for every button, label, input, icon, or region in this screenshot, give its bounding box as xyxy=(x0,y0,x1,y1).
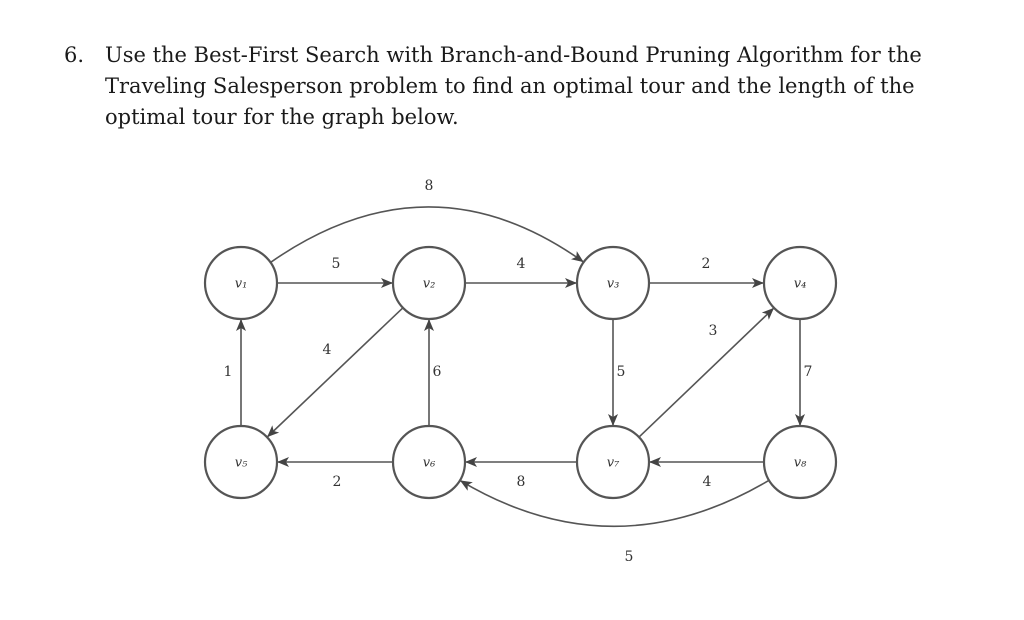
edge-weight-v5-v1: 1 xyxy=(224,364,233,380)
edge-v8-v6 xyxy=(459,479,770,527)
node-circle-v3 xyxy=(575,245,651,321)
node-label-v5: v₅ xyxy=(235,456,248,471)
problem-text: Use the Best-First Search with Branch-an… xyxy=(105,43,922,129)
node-label-v8: v₈ xyxy=(794,456,807,471)
edge-weight-v8-v6: 5 xyxy=(625,549,634,565)
edge-weight-v7-v4: 3 xyxy=(709,323,718,339)
node-circle-v5 xyxy=(203,424,279,500)
node-v3: v₃ xyxy=(575,245,651,321)
node-circle-v7 xyxy=(575,424,651,500)
edges-layer xyxy=(236,206,805,527)
node-circle-v8 xyxy=(762,424,838,500)
node-v5: v₅ xyxy=(203,424,279,500)
node-v4: v₄ xyxy=(762,245,838,321)
node-circle-v1 xyxy=(203,245,279,321)
node-v7: v₇ xyxy=(575,424,651,500)
node-v6: v₆ xyxy=(391,424,467,500)
edge-weight-v4-v8: 7 xyxy=(804,364,813,380)
node-circle-v2 xyxy=(391,245,467,321)
edge-weight-v8-v7: 4 xyxy=(703,474,712,490)
node-label-v3: v₃ xyxy=(607,277,620,292)
node-v2: v₂ xyxy=(391,245,467,321)
node-label-v2: v₂ xyxy=(423,277,436,292)
edge-weight-v6-v5: 2 xyxy=(333,474,342,490)
nodes-layer: v₁ v₂ v₃ v₄ v₅ v₆ v₇ v₈ xyxy=(203,245,838,500)
edge-weight-v6-v2: 6 xyxy=(433,364,442,380)
edge-v7-v4 xyxy=(638,307,774,438)
problem-number: 6. xyxy=(64,43,85,67)
node-label-v7: v₇ xyxy=(607,456,620,471)
node-v8: v₈ xyxy=(762,424,838,500)
node-label-v6: v₆ xyxy=(423,456,436,471)
node-circle-v4 xyxy=(762,245,838,321)
edge-weight-v1-v2: 5 xyxy=(332,256,341,272)
node-circle-v6 xyxy=(391,424,467,500)
edge-weight-v1-v3: 8 xyxy=(425,178,434,194)
node-label-v1: v₁ xyxy=(235,277,248,292)
edge-weight-v3-v7: 5 xyxy=(617,364,626,380)
edge-v2-v5 xyxy=(267,307,404,438)
edge-weight-v2-v3: 4 xyxy=(517,256,526,272)
node-v1: v₁ xyxy=(203,245,279,321)
edge-weight-v7-v6: 8 xyxy=(517,474,526,490)
node-label-v4: v₄ xyxy=(794,277,807,292)
edge-weight-v2-v5: 4 xyxy=(323,342,332,358)
edge-weight-v3-v4: 2 xyxy=(702,256,711,272)
problem-statement: 6. Use the Best-First Search with Branch… xyxy=(64,40,964,133)
edge-v1-v3 xyxy=(270,206,584,264)
